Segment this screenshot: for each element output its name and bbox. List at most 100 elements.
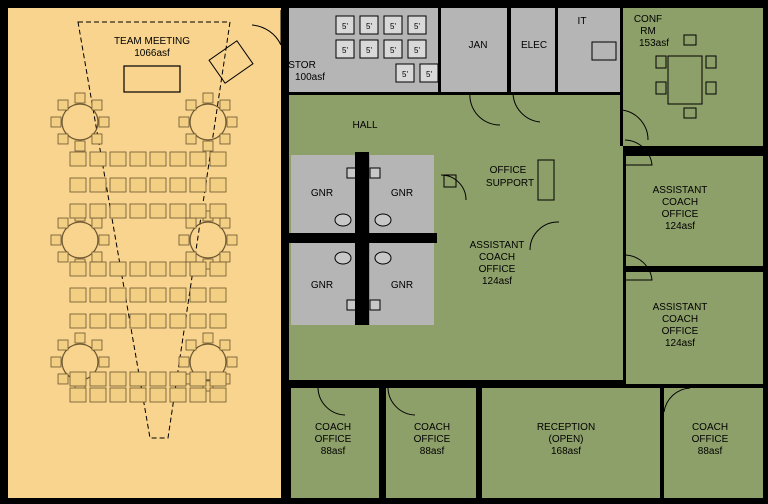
chair bbox=[74, 92, 86, 104]
chair bbox=[50, 234, 62, 246]
chair bbox=[185, 99, 197, 111]
chair bbox=[89, 177, 107, 193]
room-it[interactable] bbox=[558, 8, 620, 92]
room-conf[interactable] bbox=[623, 8, 763, 146]
assistant-center-line3: OFFICE bbox=[479, 264, 516, 275]
room-assistant-coach-right-top[interactable] bbox=[626, 156, 763, 266]
chair bbox=[178, 116, 190, 128]
round-table bbox=[178, 92, 238, 152]
sink-fixture bbox=[369, 299, 381, 311]
room-assistant-coach-center[interactable] bbox=[441, 215, 559, 325]
desk-tilted bbox=[208, 40, 254, 84]
assistant-right-top-line3: OFFICE bbox=[662, 209, 699, 220]
chair bbox=[89, 387, 107, 403]
door-coach-office-3 bbox=[663, 387, 691, 413]
room-jan[interactable] bbox=[441, 8, 507, 92]
room-team-meeting[interactable] bbox=[8, 8, 281, 498]
chair bbox=[89, 151, 107, 167]
door-coach-office-1 bbox=[317, 387, 346, 416]
chair bbox=[226, 234, 238, 246]
chair bbox=[219, 217, 231, 229]
chair bbox=[209, 371, 227, 387]
conf-area: 153asf bbox=[639, 38, 669, 49]
chair bbox=[129, 371, 147, 387]
chair bbox=[185, 251, 197, 263]
chair bbox=[189, 313, 207, 329]
storage-cart: 5' bbox=[395, 63, 415, 83]
chair bbox=[57, 217, 69, 229]
chair bbox=[91, 217, 103, 229]
assistant-right-mid-area: 124asf bbox=[665, 338, 695, 349]
chair bbox=[209, 287, 227, 303]
storage-cart: 5' bbox=[383, 39, 403, 59]
chair bbox=[57, 99, 69, 111]
chair bbox=[185, 339, 197, 351]
chair bbox=[98, 356, 110, 368]
conference-table bbox=[655, 34, 717, 119]
chair bbox=[74, 332, 86, 344]
chair bbox=[69, 371, 87, 387]
chair bbox=[109, 371, 127, 387]
chair bbox=[209, 203, 227, 219]
chair bbox=[209, 177, 227, 193]
chair bbox=[219, 99, 231, 111]
storage-cart: 5' bbox=[407, 39, 427, 59]
assistant-right-top-area: 124asf bbox=[665, 221, 695, 232]
toilet-fixture bbox=[374, 213, 392, 227]
chair bbox=[50, 356, 62, 368]
assistant-right-mid-line2: COACH bbox=[662, 314, 698, 325]
chair bbox=[69, 287, 87, 303]
chair bbox=[129, 387, 147, 403]
assistant-right-mid-line1: ASSISTANT bbox=[653, 302, 708, 313]
coach-office-2-area: 88asf bbox=[420, 446, 445, 457]
coach-office-1-line1: COACH bbox=[315, 422, 351, 433]
storage-cart-label: 5' bbox=[426, 70, 432, 79]
chair bbox=[109, 151, 127, 167]
assistant-center-line2: COACH bbox=[479, 252, 515, 263]
coach-office-2-line1: COACH bbox=[414, 422, 450, 433]
chair bbox=[57, 373, 69, 385]
storage-cart-label: 5' bbox=[366, 46, 372, 55]
room-reception[interactable] bbox=[482, 388, 660, 498]
storage-cart: 5' bbox=[407, 15, 427, 35]
room-coach-office-1[interactable] bbox=[291, 388, 379, 498]
chair bbox=[109, 287, 127, 303]
chair bbox=[202, 140, 214, 152]
coach-office-1-area: 88asf bbox=[321, 446, 346, 457]
door-assistant-right-top bbox=[624, 139, 653, 166]
office-support-counter bbox=[537, 159, 555, 201]
jan-name: JAN bbox=[469, 40, 488, 51]
chair bbox=[209, 313, 227, 329]
screen bbox=[123, 65, 181, 93]
assistant-center-area: 124asf bbox=[482, 276, 512, 287]
chair bbox=[98, 234, 110, 246]
storage-cart-label: 5' bbox=[390, 46, 396, 55]
restroom-mid-wall bbox=[289, 233, 437, 243]
storage-cart: 5' bbox=[383, 15, 403, 35]
chair bbox=[129, 261, 147, 277]
storage-cart-label: 5' bbox=[342, 22, 348, 31]
stor-area: 100asf bbox=[295, 72, 325, 83]
chair bbox=[57, 133, 69, 145]
chair bbox=[226, 356, 238, 368]
room-coach-office-3[interactable] bbox=[664, 388, 763, 498]
assistant-center-line1: ASSISTANT bbox=[470, 240, 525, 251]
office-support-sink bbox=[443, 174, 457, 188]
chair bbox=[169, 177, 187, 193]
storage-cart-label: 5' bbox=[390, 22, 396, 31]
coach-office-3-line2: OFFICE bbox=[692, 434, 729, 445]
room-elec[interactable] bbox=[511, 8, 555, 92]
chair bbox=[129, 313, 147, 329]
coach-office-3-line1: COACH bbox=[692, 422, 728, 433]
chair bbox=[189, 287, 207, 303]
door-assistant-center bbox=[529, 221, 560, 251]
it-desk bbox=[591, 41, 617, 61]
conf-name-line1: CONF bbox=[634, 14, 662, 25]
chair bbox=[169, 313, 187, 329]
storage-cart-label: 5' bbox=[342, 46, 348, 55]
room-assistant-coach-right-mid[interactable] bbox=[626, 272, 763, 384]
chair bbox=[189, 151, 207, 167]
room-coach-office-2[interactable] bbox=[386, 388, 476, 498]
round-table bbox=[178, 210, 238, 270]
chair bbox=[89, 261, 107, 277]
